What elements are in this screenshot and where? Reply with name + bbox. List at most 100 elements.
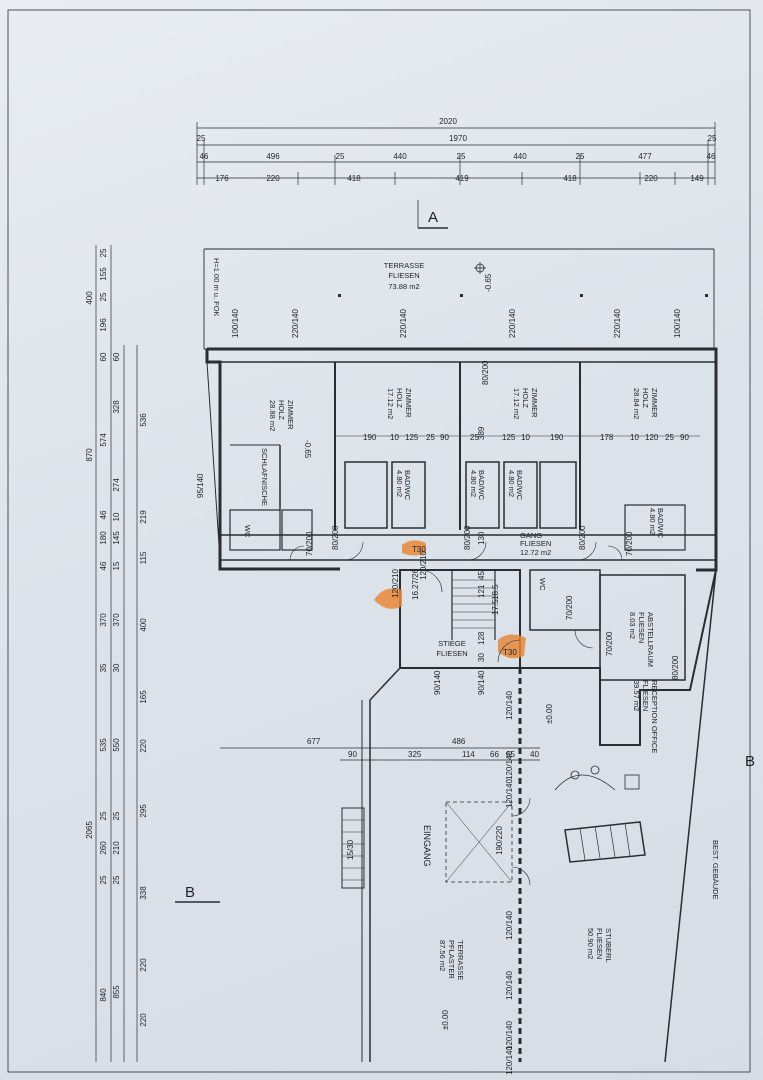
dim-mid-128: 128 <box>477 631 486 645</box>
dim-top-r4-2: 418 <box>347 174 361 183</box>
section-a-label: A <box>428 209 438 226</box>
dim-top-r4-0: 176 <box>215 174 229 183</box>
dim-top-r4-1: 220 <box>266 174 280 183</box>
terrace-top-level: -0.65 <box>484 273 493 292</box>
room-zimmer3-area: 17.12 m2 <box>512 388 521 419</box>
dim-left-d-3: 400 <box>139 618 148 632</box>
room-bad3-name: BAD/WC <box>515 470 524 501</box>
opening-label-19: 120/140 <box>505 911 514 940</box>
opening-label-14: 90/140 <box>433 670 442 695</box>
opening-label-10: 70/200 <box>625 531 634 556</box>
dim-left-c-9: 25 <box>112 811 121 820</box>
best-building-label: BEST. GEBÄUDE <box>711 840 720 900</box>
dim-top-r4-3: 419 <box>455 174 469 183</box>
dim-mid-389: 389 <box>477 426 486 440</box>
room-bad2-area: 4.80 m2 <box>469 470 478 497</box>
stair-treads <box>342 579 495 881</box>
dim-left-d-2: 115 <box>139 551 148 564</box>
dim-left-c-8: 550 <box>112 738 121 752</box>
opening-label-6: 80/200 <box>331 525 340 550</box>
dim-top-r3-5: 440 <box>513 152 527 161</box>
dim-left-b-15: 840 <box>99 988 108 1002</box>
corr-dim-0: 190 <box>363 433 377 442</box>
entrance-zone <box>445 801 513 883</box>
room-zimmer1-floor: HOLZ <box>277 400 286 420</box>
dim-left-a-0: 400 <box>85 291 94 305</box>
dim-mid-121: 121 <box>477 584 486 598</box>
dim-left-b-7: 180 <box>99 531 108 545</box>
room-stiege-name: STIEGE <box>438 639 466 648</box>
dim-left-b-4: 60 <box>99 352 108 361</box>
corr-dim-3: 25 <box>426 433 435 442</box>
dim-left-c-0: 60 <box>112 352 121 361</box>
opening-label-17: 120/140 <box>505 751 514 780</box>
paper-border <box>7 9 751 1073</box>
dim-mid-30: 30 <box>477 653 486 662</box>
room-terrace-low-area: 87.56 m2 <box>438 940 447 971</box>
room-terrace-low-name: TERRASSE <box>456 940 465 980</box>
opening-label-5: 100/140 <box>673 309 682 338</box>
corr-dim-10: 10 <box>630 433 639 442</box>
corr-dim-11: 120 <box>645 433 659 442</box>
dim-left-b-2: 25 <box>99 292 108 301</box>
room-stuberl-area: 50.90 m2 <box>586 928 595 959</box>
room-terrace-top-name: TERRASSE <box>384 261 424 270</box>
opening-label-4: 220/140 <box>613 309 622 338</box>
dim-left-b-12: 25 <box>99 811 108 820</box>
dim-mid-486: 486 <box>452 737 466 746</box>
room-abstell-area: 8.03 m2 <box>628 612 637 639</box>
dim-left-c-11: 25 <box>112 875 121 884</box>
room-stiege-floor: FLIESEN <box>436 649 467 658</box>
dim-top-r3-6: 25 <box>576 152 585 161</box>
opening-label-27: 95/140 <box>196 473 205 498</box>
corr-dim-9: 178 <box>600 433 614 442</box>
room-stuberl-name: STUBERL <box>604 928 613 963</box>
corr-dim-2: 125 <box>405 433 419 442</box>
dim-top-r4-5: 220 <box>644 174 658 183</box>
opening-label-11: 80/200 <box>481 360 490 385</box>
dim-left-b-13: 260 <box>99 841 108 855</box>
fire-door-marker <box>374 540 526 659</box>
dim-left-c-7: 30 <box>112 663 121 672</box>
dim-top-r3-7: 477 <box>638 152 652 161</box>
section-b-right-label: B <box>745 753 755 770</box>
dim-left-d-1: 219 <box>139 510 148 524</box>
upper-terrace <box>203 248 715 350</box>
corr-dim-13: 90 <box>680 433 689 442</box>
opening-label-13: 120/210 <box>419 551 428 580</box>
room-reception-area: 39.57 m2 <box>632 680 641 711</box>
room-bad1-name: BAD/WC <box>403 470 412 501</box>
dim-total: 2020 <box>439 117 457 126</box>
room-bad4-name: BAD/WC <box>656 508 665 539</box>
room-zimmer1-name: ZIMMER <box>286 400 295 430</box>
top-dimension-chain <box>196 122 716 185</box>
corr-dim-7: 10 <box>521 433 530 442</box>
room-terrace-low-floor: PFLASTER <box>447 940 456 979</box>
opening-label-21: 120/140 <box>505 971 514 1000</box>
room-gang-area: 12.72 m2 <box>520 548 551 557</box>
opening-label-20: 190/220 <box>495 826 504 855</box>
room-zimmer4-area: 28.84 m2 <box>632 388 641 419</box>
room-stuberl-floor: FLIESEN <box>595 928 604 959</box>
dim-top-r3-4: 25 <box>457 152 466 161</box>
dim-left-c-1: 328 <box>112 400 121 414</box>
opening-label-24: 70/200 <box>605 631 614 656</box>
dim-left-c-6: 370 <box>112 613 121 627</box>
building-walls <box>205 347 718 1063</box>
room-zimmer2-name: ZIMMER <box>404 388 413 418</box>
dim-left-c-4: 145 <box>112 531 121 545</box>
dim-top-r2-b: 1970 <box>449 134 467 143</box>
room-reception-name: RECEPTION OFFICE <box>650 680 659 753</box>
room-abstell-name: ABSTELLRAUM <box>646 612 655 667</box>
room-zimmer4-floor: HOLZ <box>641 388 650 408</box>
dim-left-b-0: 25 <box>99 248 108 257</box>
dim-left-b-9: 370 <box>99 613 108 627</box>
dim-top-r4-6: 149 <box>690 174 704 183</box>
opening-label-15: 90/140 <box>477 670 486 695</box>
opening-label-8: 80/200 <box>463 525 472 550</box>
room-wc1-name: WC <box>243 525 252 538</box>
opening-label-26: 80/200 <box>671 655 680 680</box>
railing-note: H=1.00 m u. FOK <box>212 258 221 317</box>
dim-left-b-6: 46 <box>99 510 108 519</box>
dim-mid-677: 677 <box>307 737 321 746</box>
